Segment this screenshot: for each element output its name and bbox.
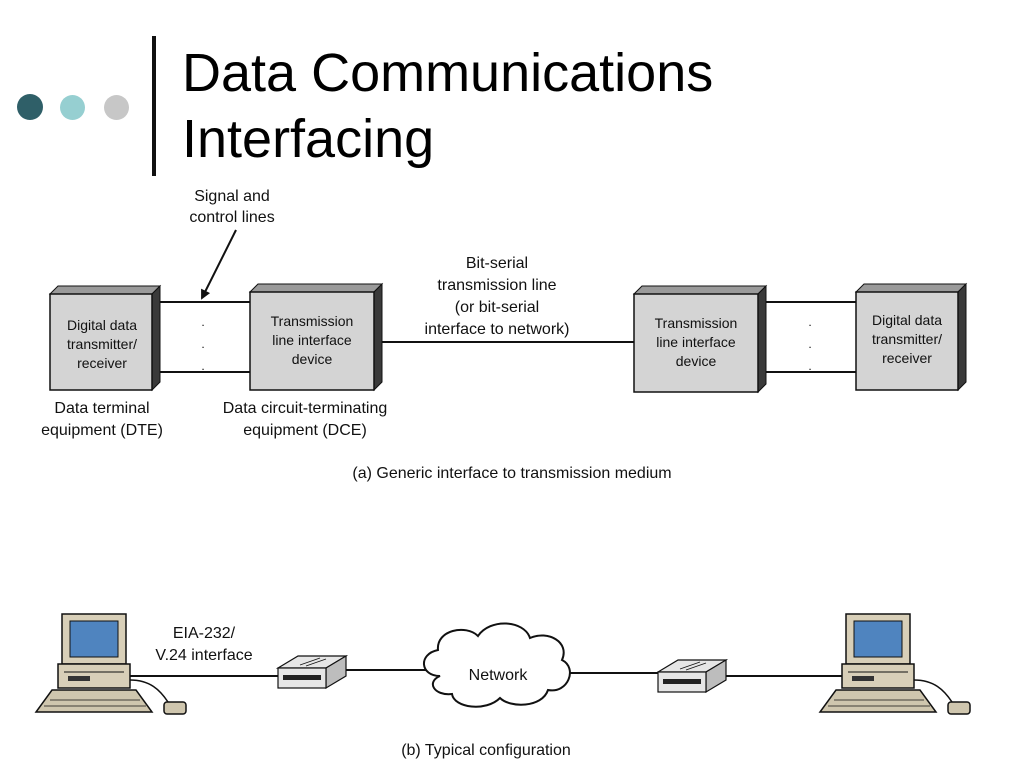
dce-left-line2: line interface xyxy=(272,332,352,348)
title-divider xyxy=(152,36,156,176)
bitserial-label-line1: Bit-serial xyxy=(466,255,528,272)
dte-left-line2: transmitter/ xyxy=(67,336,137,352)
dte-box-right: Digital data transmitter/ receiver xyxy=(854,282,968,392)
computer-left-icon xyxy=(34,613,187,715)
caption-a: (a) Generic interface to transmission me… xyxy=(352,465,671,482)
signal-label-line1: Signal and xyxy=(194,188,270,205)
bitserial-label-line4: interface to network) xyxy=(425,321,570,338)
modem-right-icon xyxy=(655,658,729,694)
interface-label-line2: V.24 interface xyxy=(155,647,252,664)
signal-label-line2: control lines xyxy=(189,209,274,226)
dot-dark xyxy=(17,94,43,120)
dce-right-line3: device xyxy=(676,353,717,369)
dte-left-line3: receiver xyxy=(77,355,127,371)
dce-box-right: Transmission line interface device xyxy=(632,284,768,394)
ellipsis-dot: . xyxy=(808,315,811,329)
dte-box-left: Digital data transmitter/ receiver xyxy=(48,284,162,392)
dte-right-line3: receiver xyxy=(882,350,932,366)
dce-left-line1: Transmission xyxy=(271,313,354,329)
bitserial-label-line3: (or bit-serial xyxy=(455,299,539,316)
dte-left-line1: Digital data xyxy=(67,317,137,333)
bitserial-label-line2: transmission line xyxy=(437,277,556,294)
dte-caption-line2: equipment (DTE) xyxy=(41,422,163,439)
dot-light xyxy=(60,95,85,120)
dce-left-line3: device xyxy=(292,351,333,367)
ellipsis-dot: . xyxy=(201,359,204,373)
title-line-1: Data Communications xyxy=(182,43,714,103)
network-label: Network xyxy=(469,667,529,684)
dce-caption-line1: Data circuit-terminating xyxy=(223,400,388,417)
dce-right-line1: Transmission xyxy=(655,315,738,331)
title-line-2: Interfacing xyxy=(182,109,435,169)
page-title: Data Communications Interfacing xyxy=(182,40,713,172)
diagram-b: Network EIA-232/ V.24 interface xyxy=(34,613,971,759)
ellipsis-dot: . xyxy=(201,315,204,329)
dce-box-left: Transmission line interface device xyxy=(248,282,384,392)
computer-right-icon xyxy=(818,613,971,715)
ellipsis-dot: . xyxy=(808,337,811,351)
dte-right-line2: transmitter/ xyxy=(872,331,942,347)
ellipsis-dot: . xyxy=(808,359,811,373)
network-cloud-icon: Network xyxy=(423,622,571,708)
dot-grey xyxy=(104,95,129,120)
dce-caption-line2: equipment (DCE) xyxy=(243,422,367,439)
interface-label-line1: EIA-232/ xyxy=(173,625,236,642)
dte-caption-line1: Data terminal xyxy=(54,400,149,417)
ellipsis-dot: . xyxy=(201,337,204,351)
dte-right-line1: Digital data xyxy=(872,312,942,328)
diagram-a: . . . . . . Digital data transmitter/ re… xyxy=(41,188,968,482)
signal-arrow xyxy=(201,229,237,300)
caption-b: (b) Typical configuration xyxy=(401,742,571,759)
dce-right-line2: line interface xyxy=(656,334,736,350)
modem-left-icon xyxy=(275,654,349,690)
